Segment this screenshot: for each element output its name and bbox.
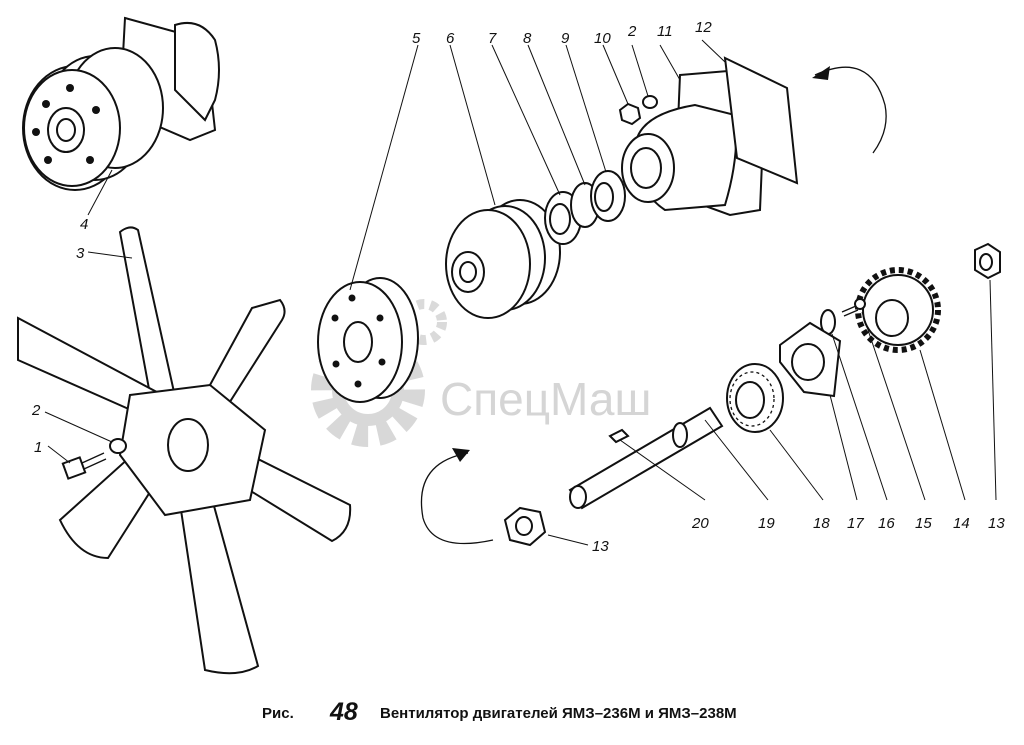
callout-6: 6 xyxy=(446,30,455,47)
part-gear xyxy=(855,267,941,353)
callout-14: 14 xyxy=(953,515,970,532)
callout-17: 17 xyxy=(847,515,864,532)
part-nut-13-right xyxy=(974,242,1001,280)
part-nut-10 xyxy=(618,102,642,126)
callout-5: 5 xyxy=(412,30,421,47)
rotation-arrow-bottom xyxy=(420,448,494,545)
callouts: 1 2 2 3 4 5 6 7 8 9 10 11 12 13 13 14 15… xyxy=(31,19,1005,555)
part-gasket xyxy=(723,56,799,185)
part-ball-bearing xyxy=(726,363,784,433)
callout-2-left: 2 xyxy=(31,402,41,419)
watermark-text: СпецМаш xyxy=(440,373,651,425)
part-washer-left xyxy=(109,438,127,454)
callout-10: 10 xyxy=(594,30,611,47)
part-washer-top xyxy=(642,95,658,109)
caption-title: Вентилятор двигателей ЯМЗ–236М и ЯМЗ–238… xyxy=(380,705,737,722)
part-pulley-flange xyxy=(317,277,419,403)
part-nut-13-bottom xyxy=(503,506,547,547)
rotation-arrow-top xyxy=(812,66,887,154)
callout-4: 4 xyxy=(80,216,88,233)
callout-1: 1 xyxy=(34,439,42,456)
callout-13-right: 13 xyxy=(988,515,1005,532)
callout-19: 19 xyxy=(758,515,775,532)
callout-20: 20 xyxy=(691,515,709,532)
part-pulley xyxy=(445,199,561,319)
part-fan-impeller xyxy=(17,226,352,675)
leader-lines xyxy=(44,39,997,546)
callout-7: 7 xyxy=(488,30,497,47)
callout-8: 8 xyxy=(523,30,532,47)
callout-9: 9 xyxy=(561,30,570,47)
part-bolt xyxy=(61,452,107,480)
figure-caption: Рис. 48 Вентилятор двигателей ЯМЗ–236М и… xyxy=(262,698,737,726)
part-bearing-9 xyxy=(590,170,626,222)
caption-label: Рис. xyxy=(262,705,294,722)
callout-15: 15 xyxy=(915,515,932,532)
callout-11: 11 xyxy=(657,23,673,40)
part-bearing-cover xyxy=(779,321,842,398)
callout-18: 18 xyxy=(813,515,830,532)
caption-number: 48 xyxy=(329,698,358,726)
part-fan-hub-assembly xyxy=(22,16,220,191)
part-screw-15 xyxy=(841,298,866,317)
callout-16: 16 xyxy=(878,515,895,532)
callout-3: 3 xyxy=(76,245,85,262)
part-key xyxy=(608,428,630,444)
callout-13-bottom: 13 xyxy=(592,538,609,555)
callout-12: 12 xyxy=(695,19,712,36)
part-housing xyxy=(621,68,767,217)
callout-2-top: 2 xyxy=(627,23,637,40)
